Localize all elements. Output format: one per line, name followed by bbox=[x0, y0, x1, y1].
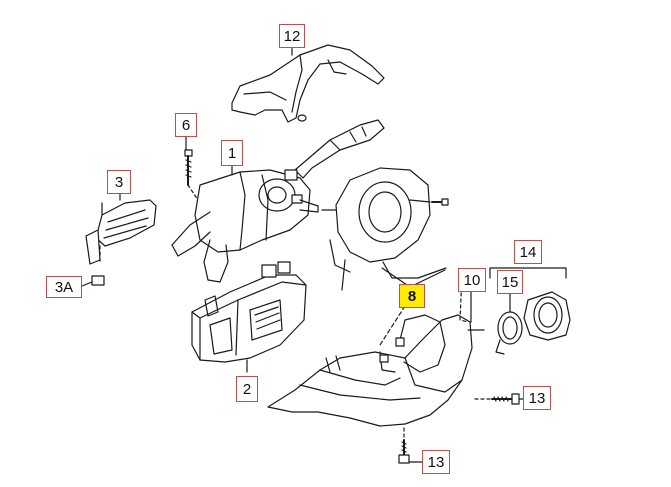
callout-2[interactable]: 2 bbox=[236, 376, 258, 402]
clip-part-15 bbox=[495, 311, 523, 355]
callout-8-highlighted[interactable]: 8 bbox=[399, 284, 425, 308]
callout-13-right[interactable]: 13 bbox=[523, 386, 551, 410]
control-unit-part-3 bbox=[85, 199, 157, 265]
callout-6[interactable]: 6 bbox=[175, 113, 197, 137]
callout-13-bottom[interactable]: 13 bbox=[422, 450, 450, 474]
callout-3a[interactable]: 3A bbox=[46, 276, 82, 298]
screw-part-13-right bbox=[474, 393, 520, 405]
screw-part-6 bbox=[184, 149, 199, 201]
combination-switch-part bbox=[171, 119, 385, 283]
screw-part-13-bottom bbox=[398, 427, 410, 464]
callout-15[interactable]: 15 bbox=[497, 270, 523, 294]
upper-column-trim-part bbox=[231, 44, 385, 123]
callout-leader-8b bbox=[379, 305, 406, 346]
callout-12[interactable]: 12 bbox=[279, 24, 305, 48]
callout-10[interactable]: 10 bbox=[458, 268, 486, 292]
callout-3[interactable]: 3 bbox=[107, 170, 131, 194]
clock-spring-part-8 bbox=[321, 167, 449, 291]
callout-14[interactable]: 14 bbox=[514, 240, 542, 264]
callout-1[interactable]: 1 bbox=[221, 140, 243, 166]
lower-column-trim-part bbox=[267, 274, 485, 427]
connector-part-3a bbox=[81, 275, 105, 287]
ring-part-14 bbox=[489, 267, 571, 341]
lower-housing-part-2 bbox=[191, 261, 307, 363]
